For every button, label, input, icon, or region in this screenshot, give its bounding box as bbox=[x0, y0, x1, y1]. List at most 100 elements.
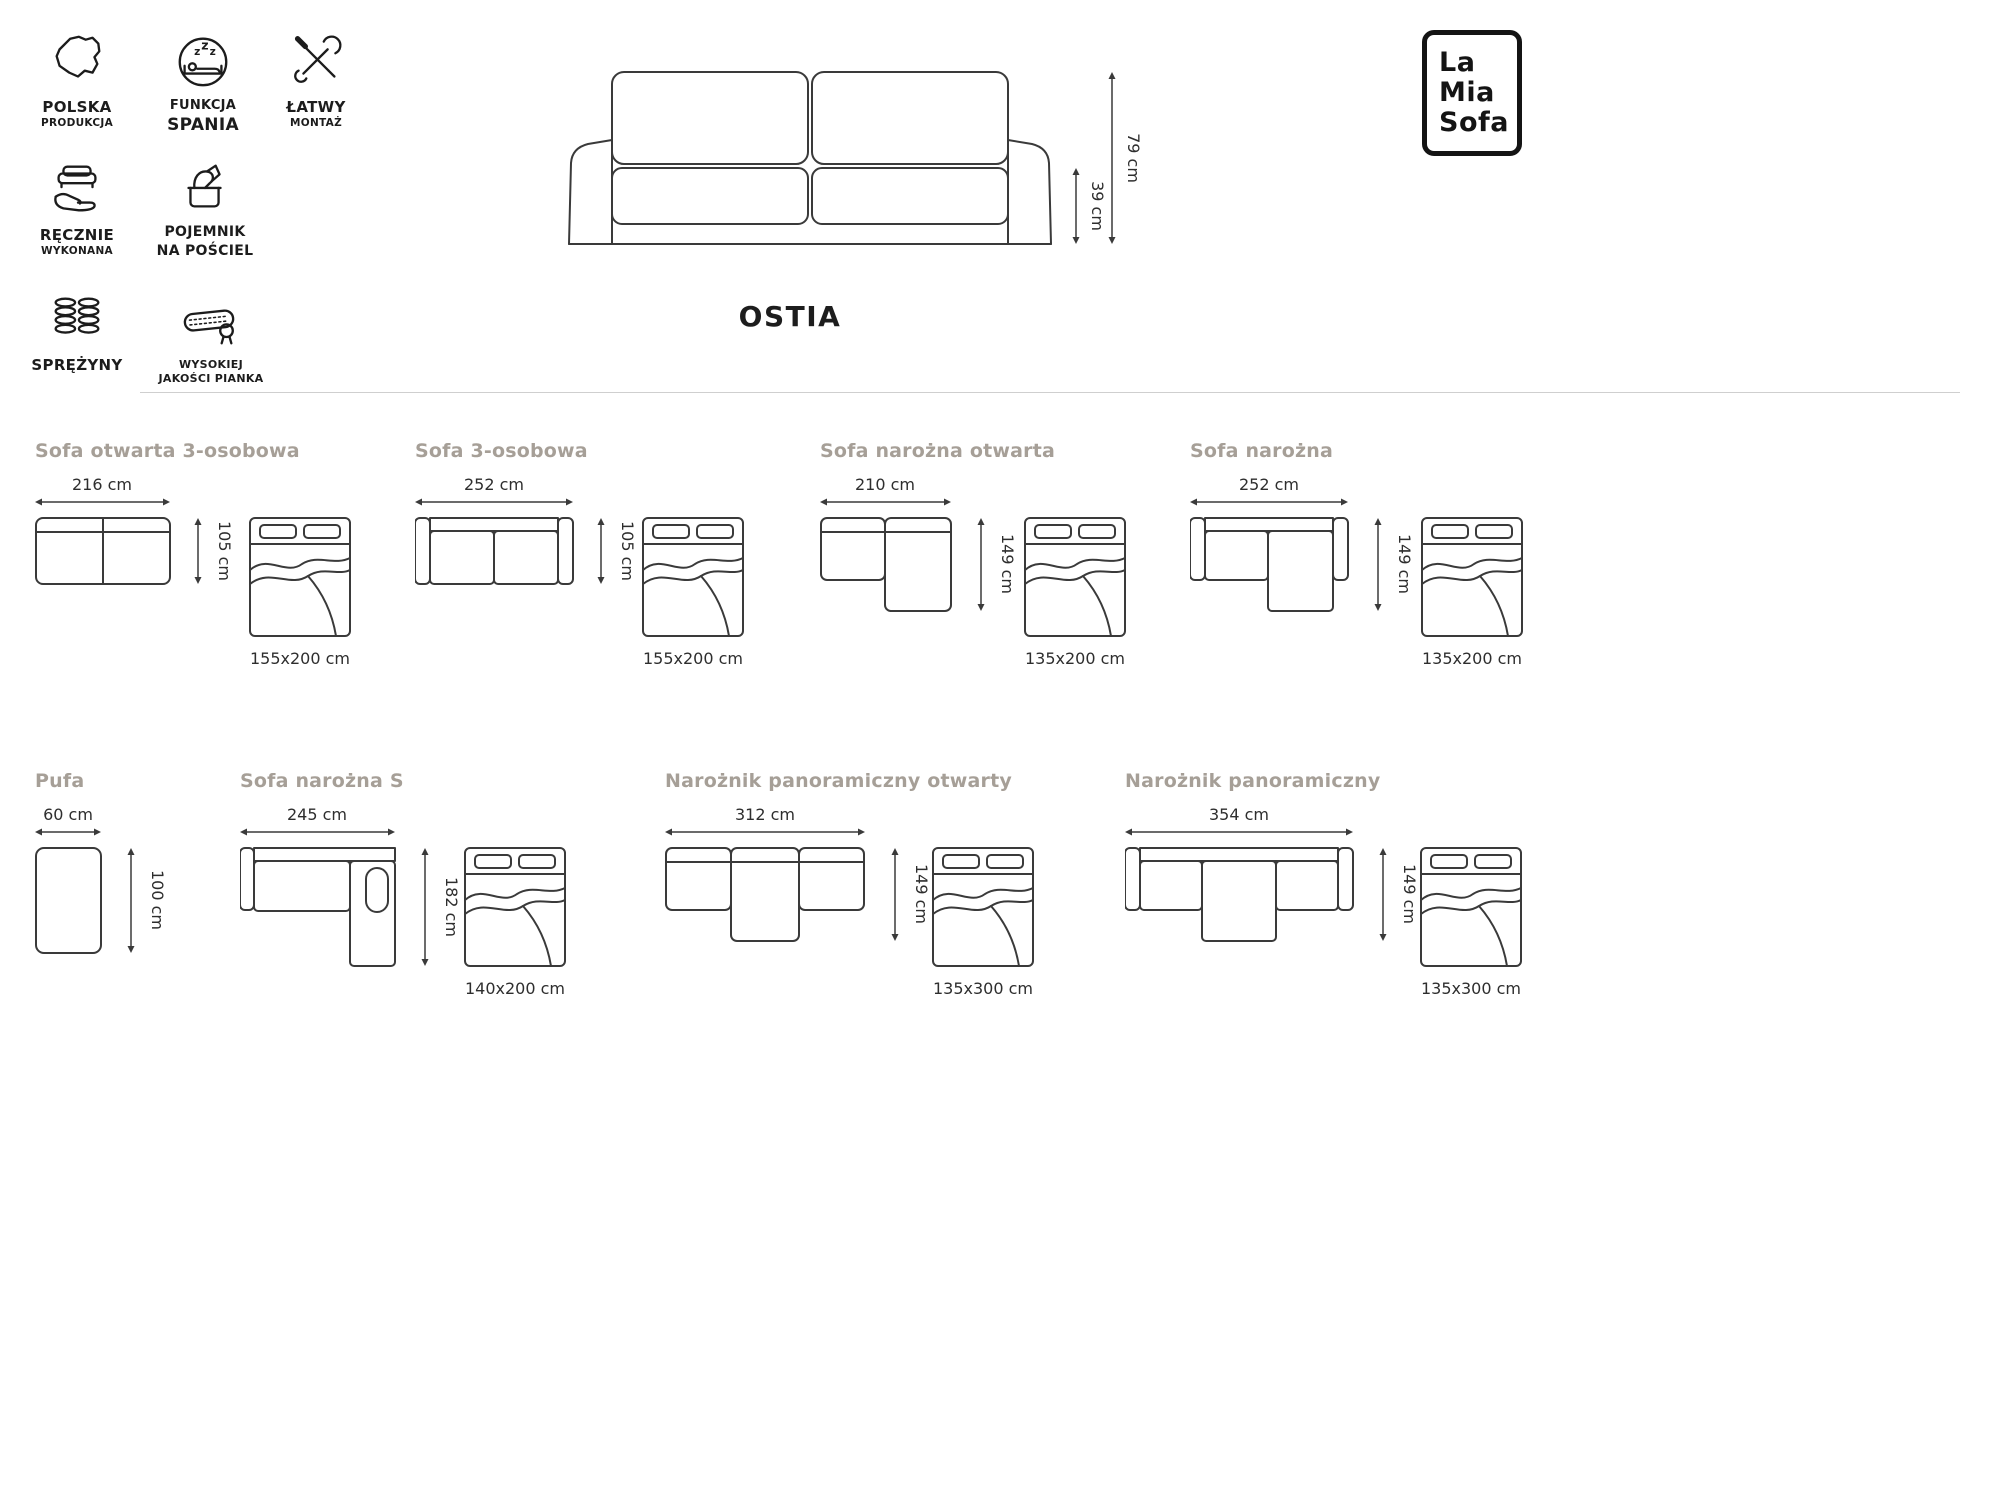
sofa-front-view bbox=[568, 71, 1052, 245]
width-dimension-arrow bbox=[1190, 498, 1348, 506]
config-title: Sofa narożna S bbox=[240, 770, 404, 792]
brand-logo: La Mia Sofa bbox=[1422, 30, 1522, 156]
total-height-label: 79 cm bbox=[1124, 133, 1140, 183]
width-dimension-label: 312 cm bbox=[735, 806, 795, 824]
feature-label-line1: RĘCZNIE bbox=[39, 226, 115, 244]
sofa-top-view bbox=[1190, 517, 1349, 612]
depth-dimension-arrow bbox=[127, 848, 135, 953]
sofa-top-view bbox=[35, 517, 171, 585]
bed-top-view bbox=[1421, 517, 1523, 637]
config-title: Sofa 3-osobowa bbox=[415, 440, 588, 462]
depth-dimension-arrow bbox=[1379, 848, 1387, 941]
width-dimension-label: 210 cm bbox=[855, 476, 915, 494]
config-title: Pufa bbox=[35, 770, 85, 792]
width-dimension-arrow bbox=[820, 498, 951, 506]
depth-dimension-label: 149 cm bbox=[998, 534, 1017, 594]
bed-size-label: 155x200 cm bbox=[643, 649, 743, 668]
divider bbox=[140, 392, 1960, 393]
config-panel-sofa-narozna-s: Sofa narożna S 245 cm 182 cm bbox=[240, 770, 600, 1066]
seat-height-arrow bbox=[1072, 168, 1080, 244]
config-panel-pufa: Pufa 60 cm 100 cm bbox=[35, 770, 235, 1056]
bed-top-view bbox=[249, 517, 351, 637]
config-panel-naroznik-panoramiczny: Narożnik panoramiczny 354 cm 149 cm bbox=[1125, 770, 1555, 1056]
foam-quality-icon bbox=[183, 309, 235, 345]
bed-size-label: 140x200 cm bbox=[465, 979, 565, 998]
config-panel-sofa-narozna: Sofa narożna 252 cm 149 cm bbox=[1190, 440, 1560, 726]
feature-wysokiej-jakosci-pianka: WYSOKIEJ JAKOŚCI PIANKA bbox=[142, 290, 280, 386]
config-diagram: 252 cm 149 cm 135x200 cm bbox=[1190, 476, 1523, 668]
feature-label-line1: FUNKCJA bbox=[169, 98, 237, 113]
width-dimension-arrow bbox=[240, 828, 395, 836]
feature-label-line2: PRODUKCJA bbox=[40, 116, 114, 129]
total-height-arrow bbox=[1108, 72, 1116, 244]
bedding-container-icon bbox=[187, 164, 222, 208]
depth-dimension-arrow bbox=[194, 518, 202, 584]
feature-label-line2: SPANIA bbox=[167, 115, 239, 136]
config-panel-sofa-otwarta-3-osobowa: Sofa otwarta 3-osobowa 216 cm 105 cm 155… bbox=[35, 440, 395, 726]
config-diagram: 245 cm 182 cm 140x200 cm bbox=[240, 806, 566, 998]
config-diagram: 216 cm 105 cm 155x200 cm bbox=[35, 476, 351, 668]
depth-dimension-label: 149 cm bbox=[912, 864, 931, 924]
config-diagram: 354 cm 149 cm 135x300 cm bbox=[1125, 806, 1522, 998]
depth-dimension-label: 105 cm bbox=[215, 521, 234, 581]
tools-icon bbox=[294, 35, 342, 83]
config-diagram: 210 cm 149 cm 135x200 cm bbox=[820, 476, 1126, 668]
bed-top-view bbox=[464, 847, 566, 967]
width-dimension-label: 252 cm bbox=[1239, 476, 1299, 494]
feature-latwy-montaz: ŁATWY MONTAŻ bbox=[260, 30, 372, 130]
bed-size-label: 155x200 cm bbox=[250, 649, 350, 668]
hero-sofa-diagram: 39 cm 79 cm bbox=[568, 71, 1140, 245]
config-panel-naroznik-panoramiczny-otwarty: Narożnik panoramiczny otwarty 312 cm 149… bbox=[665, 770, 1065, 1056]
sleep-function-icon: z z z bbox=[178, 37, 228, 87]
width-dimension-arrow bbox=[665, 828, 865, 836]
config-title: Sofa narożna bbox=[1190, 440, 1334, 462]
feature-label-line1: POJEMNIK bbox=[164, 224, 246, 240]
width-dimension-label: 252 cm bbox=[464, 476, 524, 494]
config-title: Narożnik panoramiczny bbox=[1125, 770, 1381, 792]
bed-top-view bbox=[932, 847, 1034, 967]
pouf-top-view bbox=[35, 847, 102, 954]
feature-label-line2: WYKONANA bbox=[40, 244, 113, 257]
bed-size-label: 135x300 cm bbox=[933, 979, 1033, 998]
svg-text:z: z bbox=[210, 45, 216, 58]
width-dimension-label: 60 cm bbox=[43, 806, 93, 824]
feature-label-line1: WYSOKIEJ bbox=[178, 358, 243, 371]
sofa-top-view bbox=[1125, 847, 1354, 942]
feature-label-line1: POLSKA bbox=[42, 98, 112, 116]
brand-logo-line1: La bbox=[1439, 46, 1476, 78]
springs-icon bbox=[54, 297, 100, 334]
feature-recznie-wykonana: RĘCZNIE WYKONANA bbox=[16, 158, 138, 258]
width-dimension-arrow bbox=[35, 828, 101, 836]
sofa-top-view bbox=[820, 517, 952, 612]
feature-sprezyny: SPRĘŻYNY bbox=[16, 288, 138, 375]
bed-top-view bbox=[1024, 517, 1126, 637]
width-dimension-arrow bbox=[35, 498, 170, 506]
brand-logo-line3: Sofa bbox=[1439, 107, 1509, 139]
depth-dimension-label: 182 cm bbox=[442, 877, 461, 937]
width-dimension-label: 354 cm bbox=[1209, 806, 1269, 824]
depth-dimension-label: 100 cm bbox=[148, 870, 167, 930]
product-name: OSTIA bbox=[738, 300, 842, 333]
poland-map-icon bbox=[55, 35, 101, 78]
config-diagram: 252 cm 105 cm 155x200 cm bbox=[415, 476, 744, 668]
feature-label-line2: JAKOŚCI PIANKA bbox=[158, 371, 264, 385]
width-dimension-label: 216 cm bbox=[72, 476, 132, 494]
config-title: Sofa narożna otwarta bbox=[820, 440, 1056, 462]
feature-funkcja-spania: z z z FUNKCJA SPANIA bbox=[142, 30, 264, 136]
depth-dimension-arrow bbox=[891, 848, 899, 941]
depth-dimension-label: 105 cm bbox=[618, 521, 637, 581]
feature-label-line2: NA POŚCIEL bbox=[156, 242, 254, 259]
sofa-top-view bbox=[415, 517, 574, 585]
seat-height-label: 39 cm bbox=[1088, 181, 1107, 231]
bed-top-view bbox=[1420, 847, 1522, 967]
depth-dimension-arrow bbox=[421, 848, 429, 966]
config-diagram: 312 cm 149 cm 135x300 cm bbox=[665, 806, 1034, 998]
bed-size-label: 135x200 cm bbox=[1422, 649, 1522, 668]
width-dimension-label: 245 cm bbox=[287, 806, 347, 824]
brand-logo-line2: Mia bbox=[1439, 76, 1495, 108]
bed-size-label: 135x200 cm bbox=[1025, 649, 1125, 668]
feature-label-line2: MONTAŻ bbox=[289, 116, 343, 129]
depth-dimension-arrow bbox=[597, 518, 605, 584]
depth-dimension-label: 149 cm bbox=[1400, 864, 1419, 924]
